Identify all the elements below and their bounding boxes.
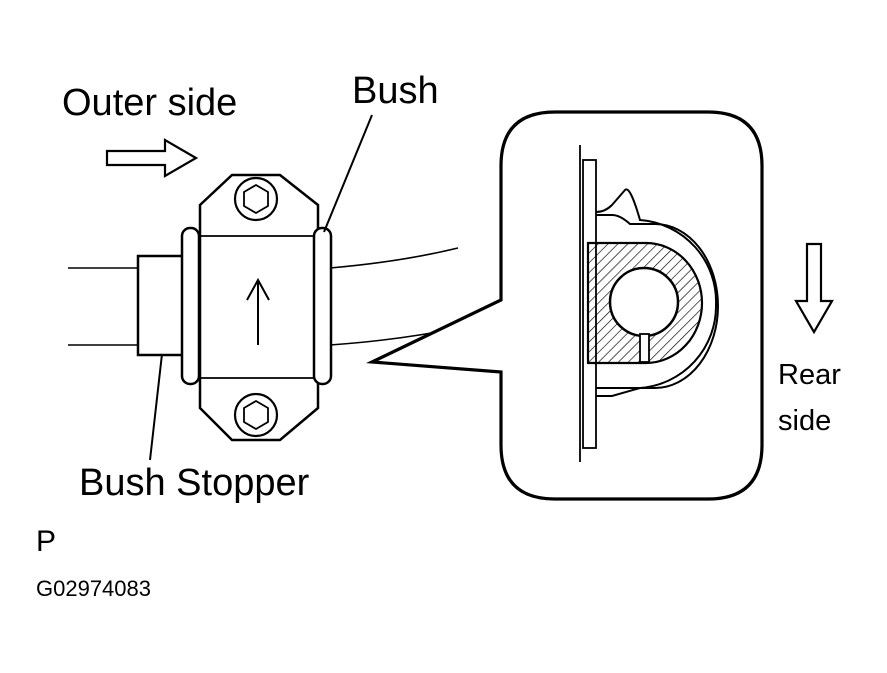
bush-cross-section — [579, 145, 719, 462]
bush-label: Bush — [352, 70, 439, 112]
bolt-top-icon — [233, 176, 279, 222]
figure-code: G02974083 — [36, 576, 151, 601]
rear-side-label-line2: side — [778, 405, 832, 437]
bush-stopper-label: Bush Stopper — [79, 462, 310, 504]
bush-collar-left — [180, 226, 201, 386]
arrow-right-icon — [105, 138, 199, 178]
stopper-leader-line — [149, 353, 163, 461]
bush-collar-right — [312, 226, 333, 386]
detail-callout — [365, 110, 764, 501]
bush-stopper — [136, 254, 186, 357]
bush-leader-line — [323, 114, 373, 233]
outer-side-label: Outer side — [62, 82, 238, 124]
bolt-bottom-icon — [233, 392, 279, 438]
arrow-up-icon — [246, 277, 270, 345]
view-letter: P — [36, 525, 57, 558]
arrow-down-icon — [794, 242, 834, 335]
rear-side-label: Rear side — [778, 352, 841, 444]
rear-side-label-line1: Rear — [778, 359, 841, 391]
